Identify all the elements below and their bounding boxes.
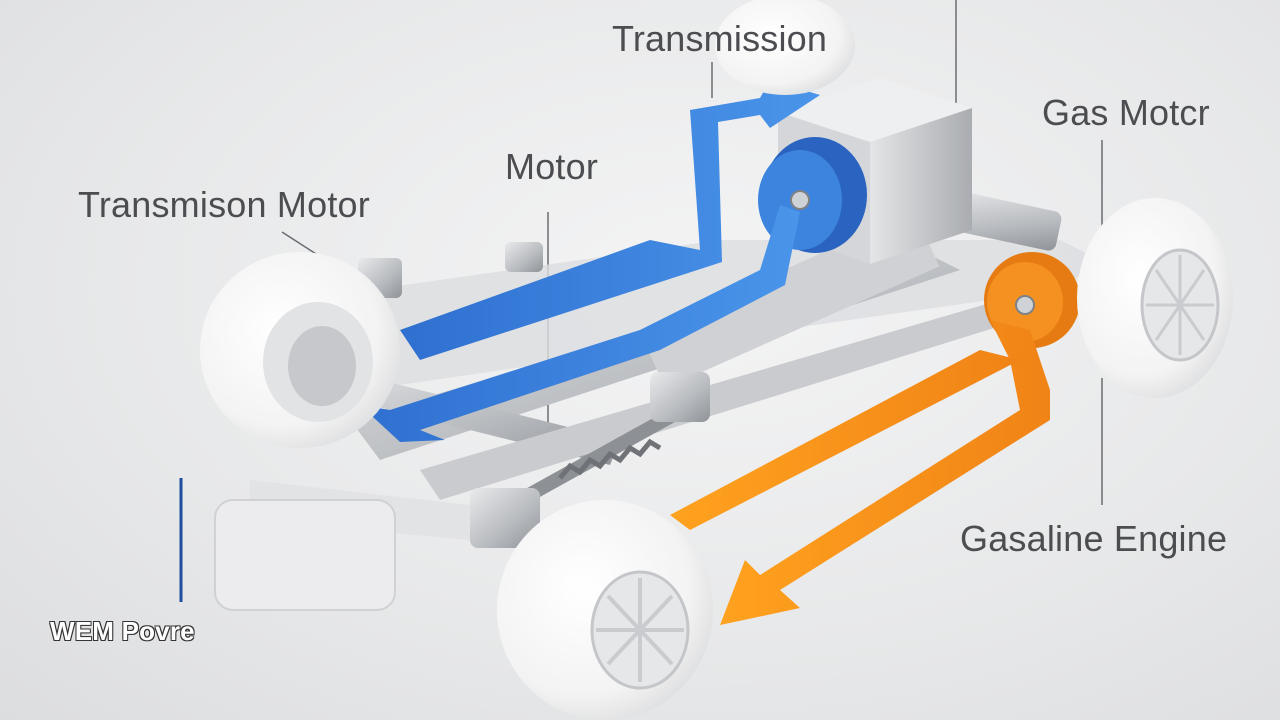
front-left-wheel: [200, 252, 400, 448]
gasoline-power-flow: [670, 320, 1050, 625]
gasoline-engine-pulley: [984, 252, 1080, 348]
rear-left-wheel: [497, 500, 713, 720]
rear-wheel-spokes: [596, 578, 684, 682]
blue-flow-lower: [360, 205, 800, 442]
shaft-coupling: [650, 372, 710, 422]
coil-spring: [558, 438, 662, 480]
engine-hub-bolt: [1015, 295, 1035, 315]
label-gas-motor: Gas Motcr: [1042, 92, 1210, 133]
rear-motor-housing: [214, 499, 396, 611]
label-transmission-motor: Transmison Motor: [78, 184, 370, 225]
motor-hub-bolt: [790, 190, 810, 210]
orange-flow-upper: [670, 350, 1020, 530]
blue-flow-upper: [400, 80, 820, 360]
front-bolt: [505, 242, 543, 272]
label-transmission: Transmission: [612, 18, 828, 59]
right-wheel-spokes: [1146, 255, 1214, 355]
label-electric-power: WEM Povre: [50, 616, 195, 646]
orange-flow-return: [720, 320, 1050, 625]
label-motor: Motor: [505, 146, 599, 187]
drive-shaft: [470, 372, 710, 548]
rear-right-wheel: [715, 0, 855, 95]
axle-bracket: [470, 488, 540, 548]
label-gasoline-engine: Gasaline Engine: [960, 518, 1228, 559]
front-right-wheel: [1077, 198, 1233, 398]
